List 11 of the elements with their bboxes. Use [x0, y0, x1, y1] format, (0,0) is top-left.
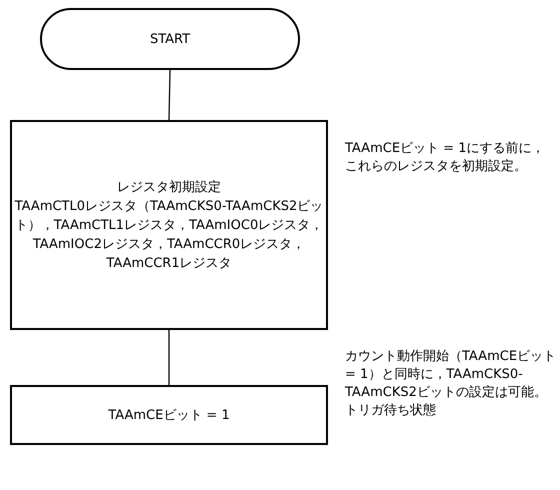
side-note: トリガ待ち状態 — [345, 402, 437, 420]
process-box — [10, 385, 328, 445]
box-heading: レジスタ初期設定 — [116, 178, 222, 196]
connector-line — [168, 70, 171, 120]
box-text: START — [148, 30, 192, 48]
side-note: カウント動作開始（TAAmCEビット = 1）と同時に，TAAmCKS0-TAAmCKS2ビットの設定は可能。 — [345, 348, 557, 402]
box-text: TAAmCEビット = 1 — [107, 406, 231, 424]
box-text: TAAmCTL0レジスタ（TAAmCKS0-TAAmCKS2ビット），TAAmCTL1レジスタ，TAAmIOC0レジスタ，TAAmIOC2レジスタ，TAAmCCR0レジスタ，TAAmCCR1レジスタ — [14, 198, 324, 272]
side-note: TAAmCEビット = 1にする前に，これらのレジスタを初期設定。 — [345, 140, 545, 176]
connector-line — [168, 330, 170, 385]
process-box — [10, 120, 328, 330]
